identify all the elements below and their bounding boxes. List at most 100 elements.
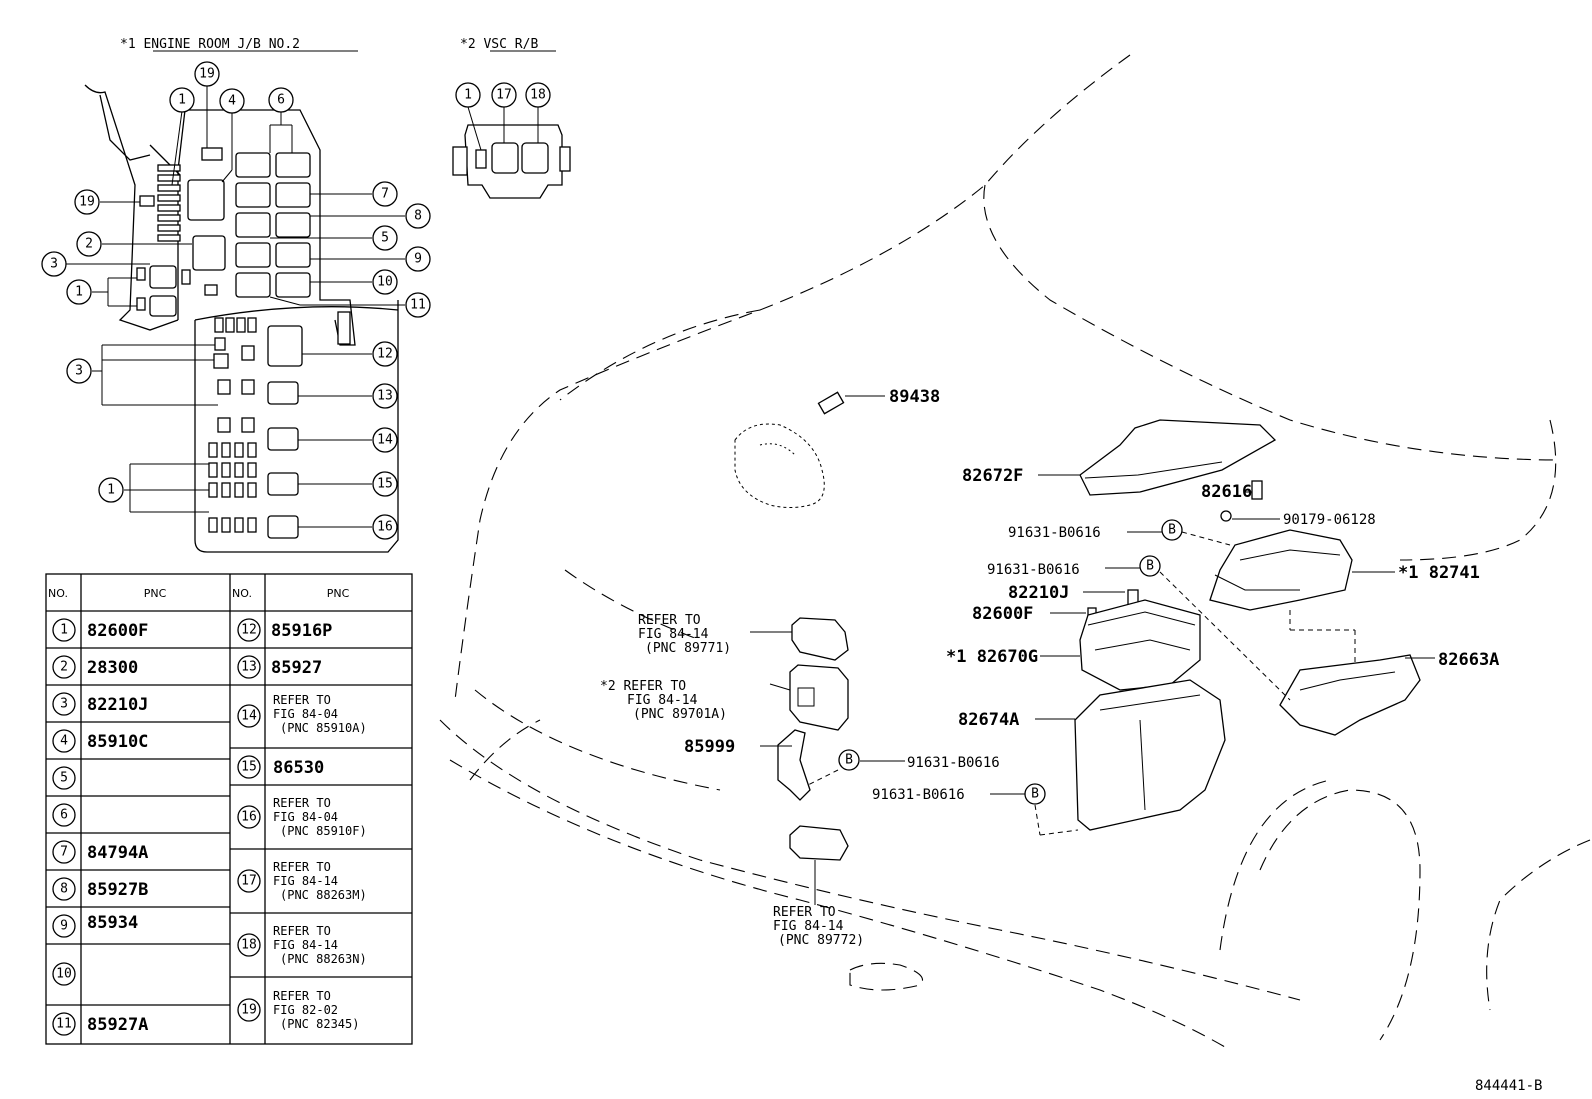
table-header-no: NO.	[48, 587, 68, 600]
svg-text:1: 1	[464, 88, 472, 103]
table-row: 6	[52, 803, 76, 827]
svg-text:18: 18	[530, 88, 546, 103]
part-82670G-drawing	[1079, 599, 1201, 691]
part-connector-covers	[750, 617, 849, 905]
svg-text:3: 3	[60, 697, 68, 712]
svg-text:B: B	[845, 753, 853, 768]
svg-text:15: 15	[377, 477, 393, 492]
refer-2-line-3: (PNC 89701A)	[633, 707, 727, 722]
label-82600F: 82600F	[972, 604, 1033, 624]
svg-text:3: 3	[50, 257, 58, 272]
svg-text:FIG 84-04: FIG 84-04	[273, 810, 338, 824]
table-row: 10	[52, 962, 76, 986]
svg-text:19: 19	[241, 1003, 257, 1018]
vsc-callout: 17	[491, 82, 517, 108]
jb-callout: 2	[76, 231, 102, 257]
bolt-marker: B	[838, 749, 860, 771]
bolt-marker: B	[1024, 783, 1046, 805]
svg-text:(PNC 88263N): (PNC 88263N)	[280, 952, 367, 966]
jb-callout: 1	[98, 477, 124, 503]
jb-callout: 16	[372, 514, 398, 540]
jb-callout: 9	[405, 246, 431, 272]
jb-callout: 15	[372, 471, 398, 497]
svg-text:15: 15	[241, 760, 257, 775]
refer-2-line-2: FIG 84-14	[627, 693, 698, 708]
svg-text:11: 11	[56, 1017, 72, 1032]
jb-callout: 12	[372, 341, 398, 367]
jb-callout: 10	[372, 269, 398, 295]
jb-small-fuses	[136, 147, 226, 317]
refer-3-line-1: REFER TO	[773, 905, 836, 920]
svg-text:FIG 82-02: FIG 82-02	[273, 1003, 338, 1017]
label-85999: 85999	[684, 737, 735, 757]
svg-text:(PNC 85910F): (PNC 85910F)	[280, 824, 367, 838]
jb-callout: 6	[268, 87, 294, 113]
jb-callout: 3	[66, 358, 92, 384]
bolt-marker: B	[1139, 555, 1161, 577]
jb-callout: 14	[372, 427, 398, 453]
svg-text:7: 7	[381, 187, 389, 202]
svg-text:17: 17	[496, 88, 512, 103]
table-row: 13 85927	[237, 655, 322, 679]
jb-callout: 1	[66, 279, 92, 305]
refer-1-line-1: REFER TO	[638, 613, 701, 628]
svg-text:85910C: 85910C	[87, 732, 148, 752]
label-89438: 89438	[889, 387, 940, 407]
svg-text:10: 10	[377, 275, 393, 290]
svg-text:9: 9	[60, 919, 68, 934]
jb-callout: 1	[169, 87, 195, 113]
svg-text:8: 8	[414, 209, 422, 224]
svg-text:13: 13	[377, 389, 393, 404]
svg-text:82600F: 82600F	[87, 621, 148, 641]
label-82674A: 82674A	[958, 710, 1019, 730]
svg-text:85916P: 85916P	[271, 621, 332, 641]
vsc-relay-block: 1 17 18	[452, 82, 571, 199]
svg-text:10: 10	[56, 967, 72, 982]
svg-text:4: 4	[60, 734, 68, 749]
svg-text:6: 6	[60, 808, 68, 823]
svg-text:19: 19	[199, 67, 215, 82]
svg-text:85927: 85927	[271, 658, 322, 678]
jb-callout: 5	[372, 225, 398, 251]
svg-text:REFER TO: REFER TO	[273, 693, 331, 707]
svg-text:17: 17	[241, 874, 257, 889]
jb-callout: 19	[74, 189, 100, 215]
jb-callout: 8	[405, 203, 431, 229]
svg-text:85927B: 85927B	[87, 880, 148, 900]
svg-text:2: 2	[85, 237, 93, 252]
vsc-block-title: *2 VSC R/B	[460, 37, 538, 52]
svg-text:(PNC 85910A): (PNC 85910A)	[280, 721, 367, 735]
bolt-marker: B	[1161, 519, 1183, 541]
label-82210J: 82210J	[1008, 583, 1069, 603]
svg-text:2: 2	[60, 660, 68, 675]
jb-callout: 19	[194, 61, 220, 87]
label-91631-c: 91631-B0616	[907, 755, 1000, 771]
part-82663A-drawing	[1279, 654, 1421, 736]
part-82741-drawing	[1209, 529, 1353, 611]
jb-callout: 13	[372, 383, 398, 409]
svg-text:REFER TO: REFER TO	[273, 796, 331, 810]
svg-text:9: 9	[414, 252, 422, 267]
junction-block-title: *1 ENGINE ROOM J/B NO.2	[120, 37, 300, 52]
svg-text:13: 13	[241, 660, 257, 675]
refer-3-line-2: FIG 84-14	[773, 919, 844, 934]
svg-text:3: 3	[75, 364, 83, 379]
figure-id: 844441-B	[1475, 1078, 1542, 1094]
jb-leaders	[66, 85, 405, 528]
table-header-pnc: PNC	[144, 587, 167, 600]
svg-text:1: 1	[178, 93, 186, 108]
svg-text:14: 14	[241, 709, 257, 724]
jb-callout: 4	[219, 88, 245, 114]
refer-2-line-1: *2 REFER TO	[600, 679, 686, 694]
svg-text:1: 1	[107, 483, 115, 498]
svg-text:12: 12	[377, 347, 393, 362]
jb-fuse-rows	[208, 442, 257, 533]
